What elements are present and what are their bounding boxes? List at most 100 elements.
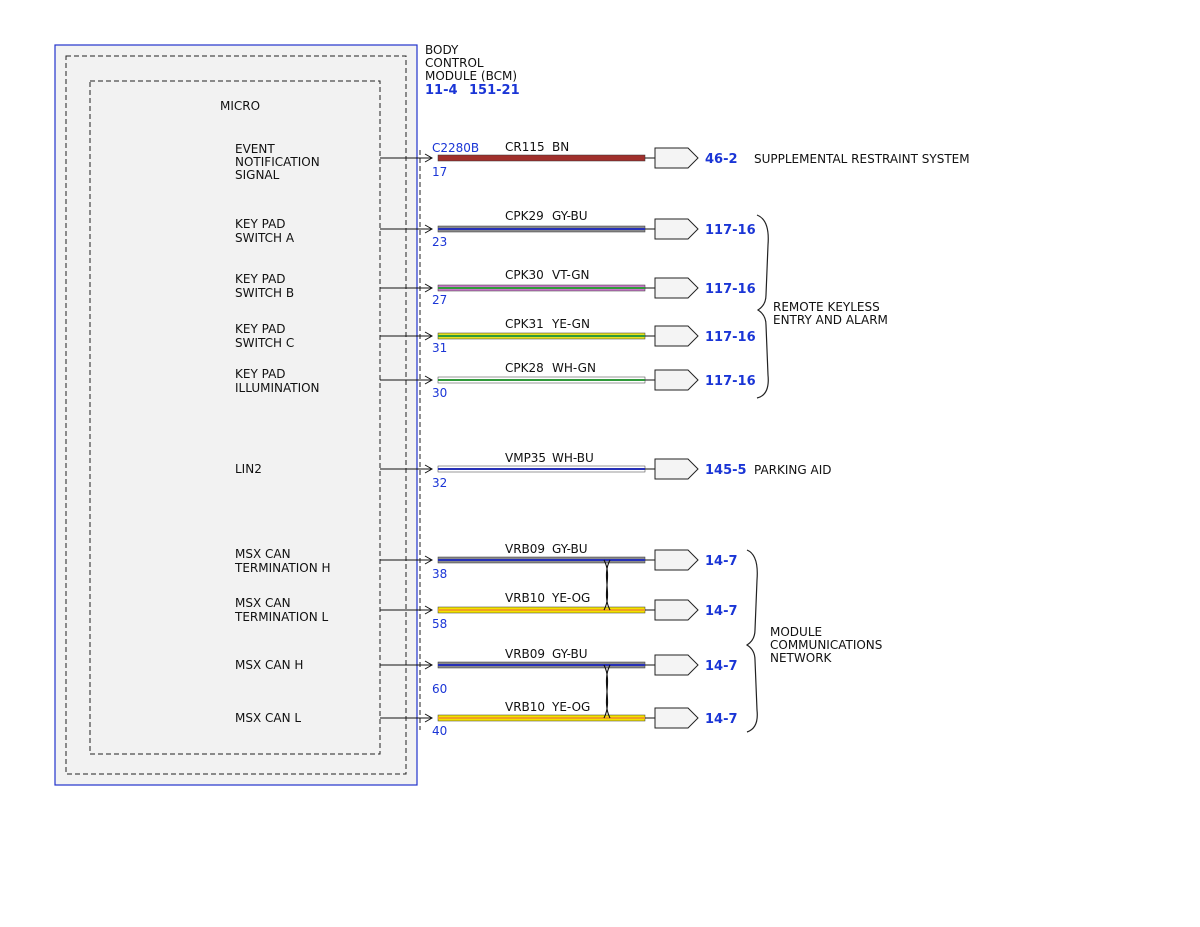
system-label-module-comms: COMMUNICATIONS: [770, 638, 882, 652]
system-label-remote-keyless: ENTRY AND ALARM: [773, 313, 888, 327]
circuit-label-line: MSX CAN: [235, 596, 291, 610]
circuit-label-line: KEY PAD: [235, 322, 286, 336]
brace-module-comms: [745, 549, 758, 733]
destination-ref-link[interactable]: 117-16: [705, 223, 756, 238]
wire-color-code: YE-OG: [551, 591, 590, 605]
module-title-line-2: CONTROL: [425, 56, 484, 70]
module-ref-link-b[interactable]: 151-21: [469, 83, 520, 98]
wires-layer: [380, 147, 699, 729]
wire-id: VRB10: [505, 700, 545, 714]
circuit-msx-can-l: MSX CAN L 40 VRB10 YE-OG 14-7: [235, 700, 738, 738]
micro-dashed-box: [89, 80, 381, 755]
wire-body: [437, 154, 646, 162]
pin-arrow-icon: [424, 283, 434, 293]
circuit-key-pad-switch-a: KEY PAD SWITCH A 23 CPK29 GY-BU 117-16: [235, 209, 756, 249]
destination-ref-link[interactable]: 117-16: [705, 282, 756, 297]
circuit-label-line: SWITCH B: [235, 286, 294, 300]
wire-id: CR115: [505, 140, 545, 154]
destination-ref-link[interactable]: 117-16: [705, 374, 756, 389]
wire-color-code: BN: [552, 140, 569, 154]
wire-id: CPK30: [505, 268, 544, 282]
system-label-module-comms: MODULE: [770, 625, 822, 639]
wire-id: CPK28: [505, 361, 544, 375]
bcm-outer-box: [54, 44, 418, 786]
destination-ref-link[interactable]: 117-16: [705, 330, 756, 345]
circuit-key-pad-switch-c: KEY PAD SWITCH C 31 CPK31 YE-GN 117-16: [235, 317, 756, 355]
circuit-key-pad-illumination: KEY PAD ILLUMINATION 30 CPK28 WH-GN 117-…: [235, 361, 756, 400]
pin-arrow-icon: [424, 464, 434, 474]
destination-ref-link[interactable]: 46-2: [705, 152, 738, 167]
circuit-label-line: MSX CAN H: [235, 658, 303, 672]
circuit-label-line: EVENT: [235, 142, 275, 156]
pin-arrow-icon: [424, 224, 434, 234]
circuit-msx-can-h: MSX CAN H 60 VRB09 GY-BU 14-7: [235, 647, 738, 696]
circuit-event-notification: EVENT NOTIFICATION SIGNAL 17 CR115 BN 46…: [235, 140, 738, 182]
pin-number: 31: [432, 341, 447, 355]
brace-remote-keyless: [756, 214, 769, 399]
pin-number: 23: [432, 235, 447, 249]
wire-id: CPK31: [505, 317, 544, 331]
system-label-supplemental-restraint: SUPPLEMENTAL RESTRAINT SYSTEM: [754, 152, 970, 166]
pin-arrow-icon: [424, 153, 434, 163]
circuit-msx-can-termination-l: MSX CAN TERMINATION L 58 VRB10 YE-OG 14-…: [234, 591, 738, 631]
pin-number: 60: [432, 682, 447, 696]
system-label-remote-keyless: REMOTE KEYLESS: [773, 300, 880, 314]
destination-connector-icon: [654, 707, 699, 729]
destination-ref-link[interactable]: 14-7: [705, 712, 738, 727]
pin-arrow-icon: [424, 331, 434, 341]
wire-color-code: WH-BU: [552, 451, 594, 465]
pin-arrow-icon: [424, 660, 434, 670]
circuit-label-line: KEY PAD: [235, 272, 286, 286]
wire-color-code: GY-BU: [552, 542, 588, 556]
circuit-label-line: LIN2: [235, 462, 262, 476]
circuit-key-pad-switch-b: KEY PAD SWITCH B 27 CPK30 VT-GN 117-16: [235, 268, 756, 307]
twisted-pair-icon: [603, 664, 611, 719]
module-title-line-3: MODULE (BCM): [425, 69, 517, 83]
module-ref-link-a[interactable]: 11-4: [425, 83, 458, 98]
wire-id: VRB09: [505, 647, 545, 661]
destination-connector-icon: [654, 599, 699, 621]
wire-id: CPK29: [505, 209, 544, 223]
wire-color-code: GY-BU: [552, 647, 588, 661]
bcm-dashed-outer: [65, 55, 407, 775]
wire-color-code: WH-GN: [552, 361, 596, 375]
wire-color-code: GY-BU: [552, 209, 588, 223]
destination-ref-link[interactable]: 14-7: [705, 554, 738, 569]
destination-ref-link[interactable]: 145-5: [705, 463, 747, 478]
wire-color-code: VT-GN: [552, 268, 589, 282]
wire-id: VRB10: [505, 591, 545, 605]
destination-connector-icon: [654, 218, 699, 240]
pin-number: 58: [432, 617, 447, 631]
destination-ref-link[interactable]: 14-7: [705, 659, 738, 674]
destination-ref-link[interactable]: 14-7: [705, 604, 738, 619]
system-label-module-comms: NETWORK: [770, 651, 833, 665]
destination-connector-icon: [654, 325, 699, 347]
circuit-label-line: KEY PAD: [235, 367, 286, 381]
wire-color-code: YE-OG: [551, 700, 590, 714]
destination-connector-icon: [654, 654, 699, 676]
wire-id: VMP35: [505, 451, 546, 465]
pin-arrow-icon: [424, 555, 434, 565]
connector-label: C2280B: [432, 141, 479, 155]
pin-arrow-icon: [424, 605, 434, 615]
pin-number: 40: [432, 724, 447, 738]
system-label-parking-aid: PARKING AID: [754, 463, 832, 477]
circuit-label-line: MSX CAN L: [235, 711, 301, 725]
pin-arrow-icon: [424, 375, 434, 385]
pin-number: 32: [432, 476, 447, 490]
pin-number: 17: [432, 165, 447, 179]
circuit-label-line: SIGNAL: [235, 168, 280, 182]
circuit-label-line: NOTIFICATION: [235, 155, 320, 169]
circuit-label-line: TERMINATION H: [234, 561, 331, 575]
pin-number: 27: [432, 293, 447, 307]
circuit-label-line: KEY PAD: [235, 217, 286, 231]
destination-connector-icon: [654, 369, 699, 391]
module-title-line-1: BODY: [425, 43, 459, 57]
circuit-lin2: LIN2 32 VMP35 WH-BU 145-5: [235, 451, 747, 490]
destination-connector-icon: [654, 549, 699, 571]
circuit-msx-can-termination-h: MSX CAN TERMINATION H 38 VRB09 GY-BU 14-…: [234, 542, 738, 581]
circuit-label-line: SWITCH A: [235, 231, 295, 245]
twisted-pair-icon: [603, 559, 611, 611]
